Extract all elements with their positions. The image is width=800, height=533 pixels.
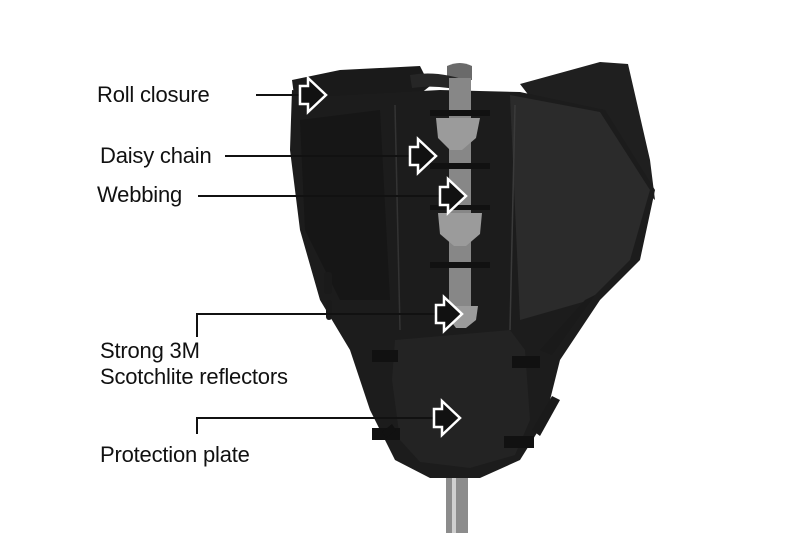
label-reflectors-line2: Scotchlite reflectors <box>100 364 288 389</box>
label-daisy-chain: Daisy chain <box>100 143 212 168</box>
reflector <box>436 118 480 150</box>
arrow-webbing-icon <box>438 176 468 216</box>
leader-lines <box>196 94 445 434</box>
arrow-protection-plate-icon <box>432 398 462 438</box>
seat-post <box>446 470 468 533</box>
label-roll-closure: Roll closure <box>97 82 210 107</box>
arrow-roll-closure-icon <box>298 75 328 115</box>
protection-plate <box>392 330 530 468</box>
reflector <box>438 213 482 246</box>
arrow-daisy-chain-icon <box>408 136 438 176</box>
arrow-heads <box>298 75 468 438</box>
label-protection-plate: Protection plate <box>100 442 250 467</box>
label-reflectors-line1: Strong 3M <box>100 338 200 363</box>
label-webbing: Webbing <box>97 182 183 207</box>
arrow-reflectors-icon <box>434 294 464 334</box>
